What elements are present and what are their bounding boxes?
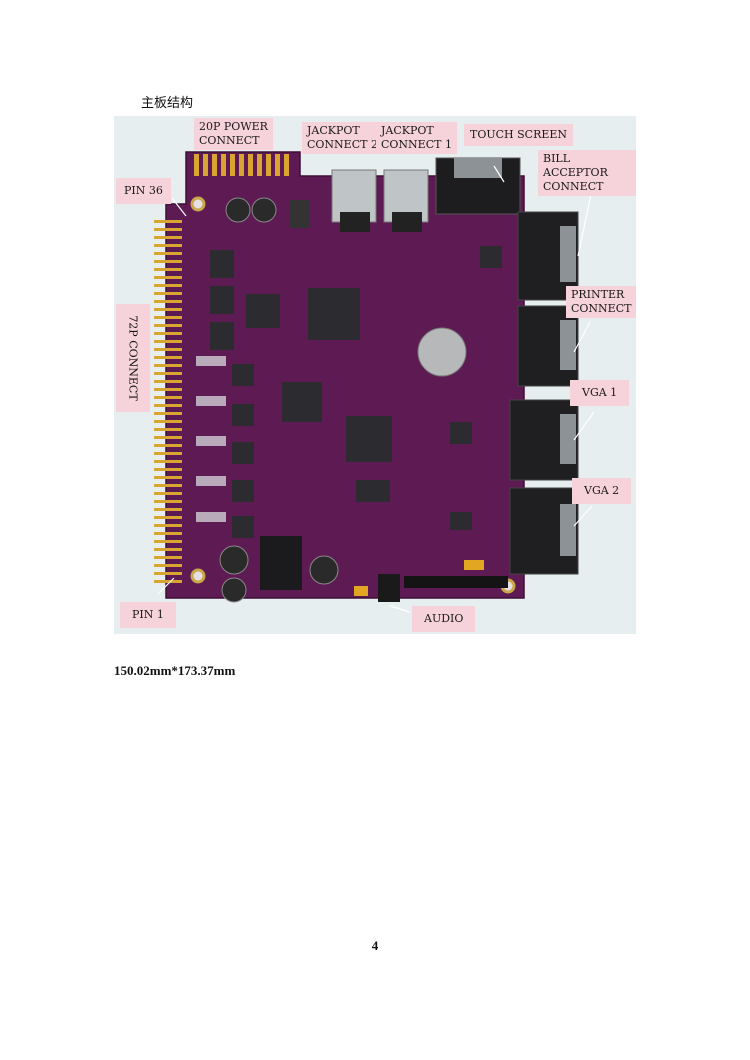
label-20p-power-connect: 20P POWER CONNECT bbox=[194, 118, 273, 150]
motherboard-photo: 20P POWER CONNECT JACKPOT CONNECT 2 JACK… bbox=[114, 116, 636, 634]
label-jackpot-connect-1: JACKPOT CONNECT 1 bbox=[376, 122, 457, 154]
label-vga-1: VGA 1 bbox=[570, 380, 630, 406]
label-vga-2: VGA 2 bbox=[572, 478, 632, 504]
label-audio: AUDIO bbox=[412, 606, 476, 632]
board-dimensions: 150.02mm*173.37mm bbox=[114, 663, 236, 678]
label-72p-connect-text: 72P CONNECT bbox=[126, 315, 140, 401]
pcb-illustration bbox=[154, 151, 595, 613]
label-touch-screen: TOUCH SCREEN bbox=[464, 124, 574, 146]
label-jackpot-connect-2: JACKPOT CONNECT 2 bbox=[302, 122, 383, 154]
page-number: 4 bbox=[371, 938, 379, 953]
label-72p-connect: 72P CONNECT bbox=[116, 304, 150, 412]
label-pin-36: PIN 36 bbox=[116, 178, 171, 204]
label-printer-connect: PRINTER CONNECT bbox=[566, 286, 636, 318]
label-pin-1: PIN 1 bbox=[120, 602, 176, 628]
section-heading: 主板结构 bbox=[141, 96, 194, 111]
label-bill-acceptor-connect: BILL ACCEPTOR CONNECT bbox=[538, 150, 636, 196]
